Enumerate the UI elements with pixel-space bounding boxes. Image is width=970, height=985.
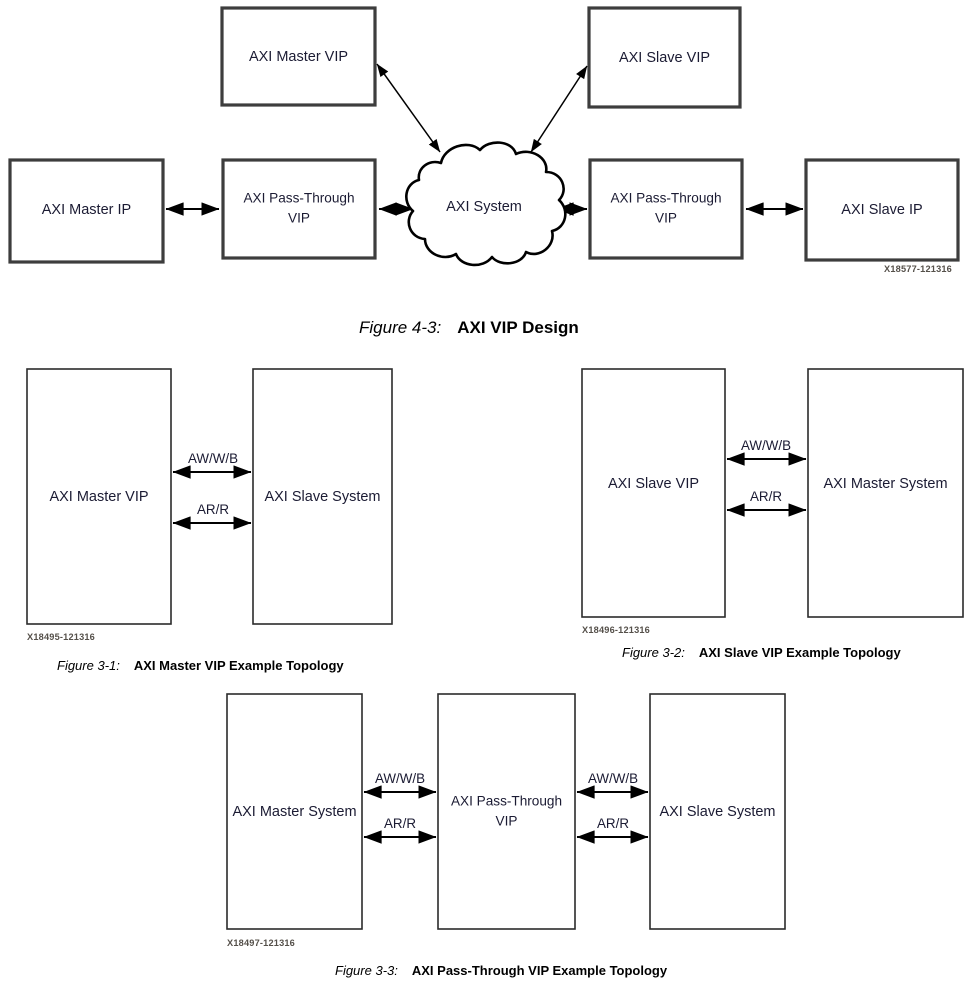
node-axi-slave-ip: AXI Slave IP	[804, 158, 960, 262]
caption-figure-4-3-number: Figure 4-3:	[359, 318, 442, 337]
node-slave-system-box: AXI Slave System	[252, 368, 393, 625]
signal-read-group: AR/R	[172, 502, 252, 530]
node-axi-master-vip: AXI Master VIP	[220, 6, 377, 107]
node-slave-vip-label: AXI Slave VIP	[608, 476, 699, 492]
signal-right-read-label: AR/R	[597, 816, 629, 831]
node-axi-pass-through-vip-right-label-line1: AXI Pass-Through	[610, 191, 721, 206]
node-master-vip-box: AXI Master VIP	[26, 368, 172, 625]
node-pass-through-vip-box: AXI Pass-Through VIP	[437, 693, 576, 930]
signal-left-read-group: AR/R	[363, 816, 437, 844]
signal-write-group: AW/W/B	[726, 438, 807, 466]
connector-slave-vip-to-system	[530, 65, 588, 153]
figure-id-3-3: X18497-121316	[227, 938, 295, 948]
node-axi-pass-through-vip-left-label-line1: AXI Pass-Through	[243, 191, 354, 206]
signal-write-label: AW/W/B	[188, 451, 238, 466]
caption-figure-3-2: Figure 3-2: AXI Slave VIP Example Topolog…	[622, 645, 901, 660]
signal-left-write-label: AW/W/B	[375, 771, 425, 786]
signal-read-group: AR/R	[726, 489, 807, 517]
node-axi-master-ip: AXI Master IP	[8, 158, 165, 264]
node-axi-system-label: AXI System	[446, 199, 522, 215]
node-axi-master-ip-label: AXI Master IP	[42, 202, 131, 218]
node-slave-system-box: AXI Slave System	[649, 693, 786, 930]
figure-axi-slave-vip-topology: AXI Slave VIP AXI Master System AW/W/B A…	[560, 362, 970, 635]
caption-figure-3-1: Figure 3-1: AXI Master VIP Example Topolo…	[57, 658, 344, 673]
node-axi-slave-vip: AXI Slave VIP	[587, 6, 742, 109]
node-master-system-label: AXI Master System	[232, 804, 356, 820]
node-axi-slave-vip-label: AXI Slave VIP	[619, 50, 710, 66]
node-master-system-box: AXI Master System	[226, 693, 363, 930]
signal-read-label: AR/R	[197, 502, 229, 517]
figure-axi-vip-design: AXI Master VIP AXI Slave VIP AXI Master …	[0, 0, 970, 280]
node-axi-master-vip-label: AXI Master VIP	[249, 49, 348, 65]
caption-figure-3-3-number: Figure 3-3:	[335, 963, 398, 978]
caption-figure-4-3: Figure 4-3: AXI VIP Design	[359, 318, 579, 338]
signal-left-write-group: AW/W/B	[363, 771, 437, 799]
node-master-vip-label: AXI Master VIP	[49, 489, 148, 505]
caption-figure-3-3: Figure 3-3: AXI Pass-Through VIP Example …	[335, 963, 667, 978]
caption-figure-3-2-number: Figure 3-2:	[622, 645, 685, 660]
figure-id-4-3: X18577-121316	[884, 264, 952, 274]
figure-axi-pass-through-vip-topology: AXI Master System AXI Pass-Through VIP A…	[210, 688, 810, 948]
figure-id-3-2: X18496-121316	[582, 625, 650, 635]
node-pass-through-vip-label-line1: AXI Pass-Through	[451, 794, 562, 809]
signal-write-group: AW/W/B	[172, 451, 252, 479]
signal-right-write-label: AW/W/B	[588, 771, 638, 786]
node-slave-vip-box: AXI Slave VIP	[581, 368, 726, 618]
caption-figure-3-1-number: Figure 3-1:	[57, 658, 120, 673]
node-axi-slave-ip-label: AXI Slave IP	[841, 202, 922, 218]
node-axi-pass-through-vip-right: AXI Pass-Through VIP	[588, 158, 744, 260]
caption-figure-3-2-title: AXI Slave VIP Example Topology	[698, 645, 901, 660]
node-pass-through-vip-label-line2: VIP	[496, 814, 518, 829]
node-axi-pass-through-vip-left-label-line2: VIP	[288, 211, 310, 226]
figure-axi-master-vip-topology: AXI Master VIP AXI Slave System AW/W/B A…	[0, 362, 470, 642]
node-slave-system-label: AXI Slave System	[659, 804, 775, 820]
caption-figure-3-1-title: AXI Master VIP Example Topology	[133, 658, 344, 673]
signal-write-label: AW/W/B	[741, 438, 791, 453]
connector-master-vip-to-system	[376, 63, 441, 153]
node-master-system-label: AXI Master System	[823, 476, 947, 492]
node-axi-system-cloud: AXI System	[405, 141, 567, 267]
caption-figure-4-3-title: AXI VIP Design	[457, 318, 579, 337]
node-slave-system-label: AXI Slave System	[264, 489, 380, 505]
signal-right-write-group: AW/W/B	[576, 771, 649, 799]
node-axi-pass-through-vip-left: AXI Pass-Through VIP	[221, 158, 377, 260]
signal-read-label: AR/R	[750, 489, 782, 504]
signal-left-read-label: AR/R	[384, 816, 416, 831]
cloud-shape	[405, 141, 567, 267]
figure-id-3-1: X18495-121316	[27, 632, 95, 642]
node-axi-pass-through-vip-right-label-line2: VIP	[655, 211, 677, 226]
node-master-system-box: AXI Master System	[807, 368, 964, 618]
caption-figure-3-3-title: AXI Pass-Through VIP Example Topology	[411, 963, 668, 978]
signal-right-read-group: AR/R	[576, 816, 649, 844]
